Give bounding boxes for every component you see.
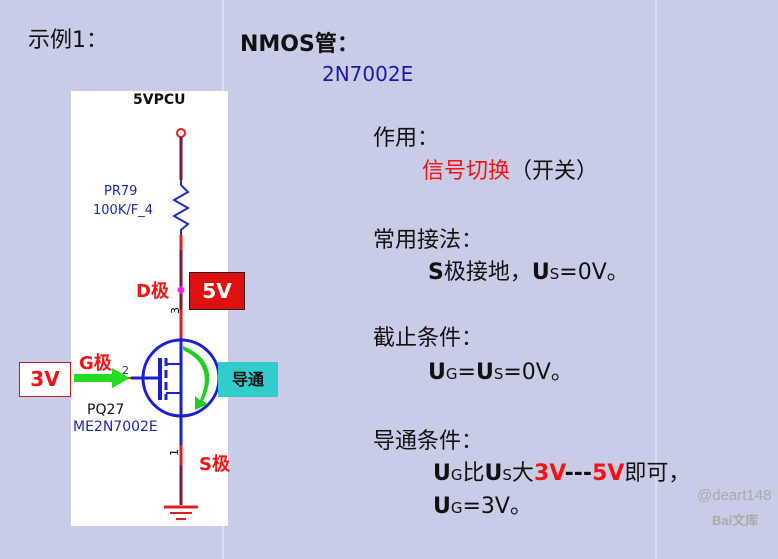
fet-part: ME2N7002E (73, 419, 158, 435)
u-symbol: U (433, 461, 451, 486)
watermark-brand: Bai文库 (712, 513, 759, 528)
resistor-value: 100K/F_4 (93, 203, 153, 218)
text: 比 (462, 461, 485, 486)
state-box: 导通 (218, 362, 278, 397)
on-title: 导通条件： (373, 429, 484, 454)
gate-voltage-box: 3V (19, 362, 71, 397)
usage-title: 常用接法： (373, 228, 484, 253)
max-voltage: 5V (592, 461, 625, 486)
cutoff-title: 截止条件： (373, 326, 484, 351)
subscript: G (450, 499, 463, 517)
cutoff-text: UG=US=0V。 (428, 354, 573, 386)
pin-3: 3 (169, 307, 182, 314)
usage-rest: 极接地， (443, 260, 532, 285)
supply-label: 5VPCU (133, 92, 186, 108)
text: 大 (511, 461, 534, 486)
source-label: S极 (199, 454, 230, 475)
gate-label: G极 (79, 353, 112, 374)
current-arrow (183, 346, 210, 410)
cutoff-value: =0V。 (503, 360, 573, 385)
function-red: 信号切换 (422, 159, 511, 184)
pin-1: 1 (168, 449, 181, 456)
drain-voltage-box: 5V (189, 272, 245, 310)
equals: = (457, 360, 476, 385)
text: 即可， (624, 461, 691, 486)
drain-node (177, 286, 185, 294)
example-title: 示例1： (28, 28, 108, 53)
s-symbol: S (428, 260, 444, 285)
function-rest: （开关） (510, 159, 599, 184)
u-symbol: U (484, 461, 503, 486)
subscript: S (493, 365, 504, 383)
supply-terminal (176, 128, 186, 138)
on-text: UG比US大3V---5V即可， (433, 455, 690, 487)
u-symbol: U (531, 260, 550, 285)
u-symbol: U (475, 360, 494, 385)
resistor (171, 180, 191, 235)
dash: --- (564, 461, 593, 486)
subscript: S (502, 466, 512, 484)
function-title: 作用： (373, 126, 440, 151)
resistor-ref: PR79 (104, 184, 138, 199)
pin-2: 2 (122, 364, 129, 377)
part-number: 2N7002E (322, 62, 414, 86)
function-text: 信号切换（开关） (422, 153, 598, 185)
u-symbol: U (433, 494, 451, 519)
subscript: S (549, 265, 560, 283)
min-voltage: 3V (533, 461, 565, 486)
on-value: =3V。 (462, 494, 532, 519)
usage-value: =0V。 (559, 260, 629, 285)
on-text-2: UG=3V。 (433, 488, 532, 520)
u-symbol: U (428, 360, 446, 385)
subscript: G (445, 365, 458, 383)
watermark-user: @deart148 (697, 487, 772, 504)
device-title: NMOS管： (240, 32, 359, 57)
drain-label: D极 (136, 281, 169, 302)
usage-text: S极接地，US=0V。 (428, 254, 629, 286)
gate-arrow (74, 368, 130, 388)
fet-ref: PQ27 (87, 402, 125, 418)
subscript: G (450, 466, 463, 484)
